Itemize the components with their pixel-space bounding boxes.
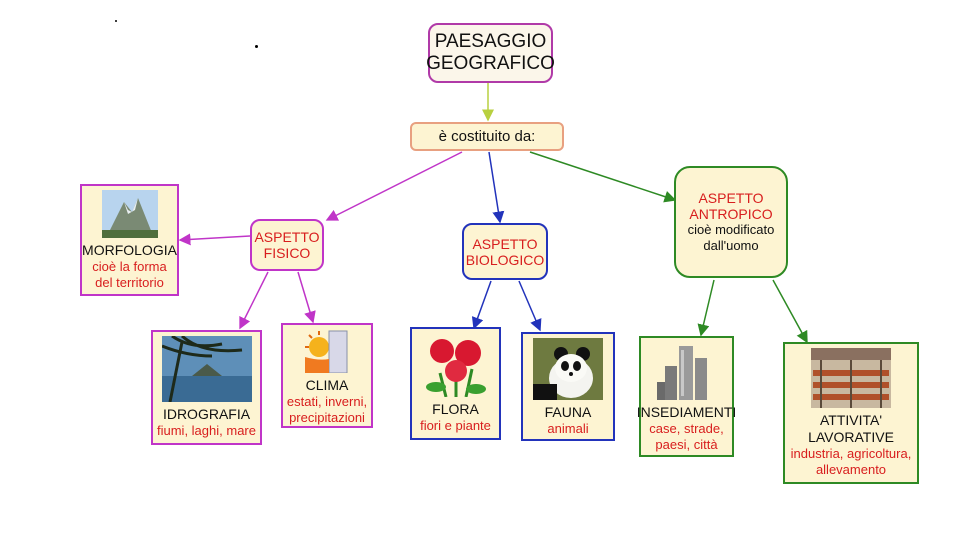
root-line1: PAESAGGIO [434, 31, 547, 52]
insediamenti-desc2: paesi, città [655, 437, 718, 452]
flora-title: FLORA [432, 401, 479, 417]
insediamenti-node: INSEDIAMENTI case, strade, paesi, città [636, 336, 737, 457]
clima-node: CLIMA estati, inverni, precipitazioni [281, 323, 373, 428]
stray-dot [255, 45, 258, 48]
arrow-to-idrografia [239, 271, 269, 330]
root-node: PAESAGGIO GEOGRAFICO [426, 23, 555, 83]
clima-desc1: estati, inverni, [286, 394, 368, 409]
biologico-line2: BIOLOGICO [465, 251, 545, 268]
attivita-node: ATTIVITA' LAVORATIVE industria, agricolt… [783, 342, 919, 484]
antropico-desc1: cioè modificato [687, 222, 775, 237]
arrow-to-flora [471, 280, 492, 330]
connector-label: è costituito da: [438, 128, 536, 145]
arrow-to-fauna [518, 280, 542, 332]
fauna-desc: animali [547, 421, 589, 436]
factory-farm-icon [811, 348, 891, 408]
morfologia-desc2: del territorio [95, 275, 164, 290]
arrow-to-biologico [488, 151, 505, 224]
antropico-desc2: dall'uomo [703, 238, 759, 253]
fauna-title: FAUNA [544, 404, 592, 420]
insediamenti-title: INSEDIAMENTI [636, 404, 737, 420]
fisico-node: ASPETTO FISICO [250, 219, 324, 271]
attivita-desc2: allevamento [815, 462, 887, 477]
mountain-icon [101, 190, 158, 238]
arrow-to-fisico [325, 151, 463, 221]
arrow-to-antropico [529, 151, 677, 203]
fisico-line2: FISICO [263, 245, 311, 261]
morfologia-desc1: cioè la forma [92, 259, 167, 274]
attivita-title1: ATTIVITA' [819, 412, 883, 428]
arrow-to-insediamenti [697, 279, 715, 337]
connector-node: è costituito da: [410, 122, 564, 151]
flower-icon [425, 339, 486, 397]
flora-node: FLORA fiori e piante [410, 327, 501, 440]
antropico-node: ASPETTO ANTROPICO cioè modificato dall'u… [674, 166, 788, 278]
stray-dot [115, 20, 117, 22]
antropico-line2: ANTROPICO [689, 206, 773, 222]
antropico-line1: ASPETTO [698, 190, 764, 206]
arrow-to-morfologia [178, 233, 251, 246]
panda-icon [533, 338, 603, 400]
arrow-to-attivita [772, 279, 808, 344]
root-line2: GEOGRAFICO [426, 53, 555, 74]
lake-palm-icon [161, 336, 252, 402]
attivita-title2: LAVORATIVE [808, 429, 894, 445]
biologico-line1: ASPETTO [472, 235, 538, 252]
insediamenti-desc1: case, strade, [649, 421, 724, 436]
idrografia-node: IDROGRAFIA fiumi, laghi, mare [151, 330, 262, 445]
buildings-icon [656, 346, 707, 400]
idrografia-title: IDROGRAFIA [162, 406, 251, 422]
fauna-node: FAUNA animali [521, 332, 615, 441]
clima-title: CLIMA [305, 377, 349, 393]
sun-snow-icon [305, 330, 348, 373]
morfologia-title: MORFOLOGIA [82, 242, 177, 258]
fisico-line1: ASPETTO [254, 229, 320, 245]
attivita-desc1: industria, agricoltura, [790, 446, 912, 461]
clima-desc2: precipitazioni [289, 410, 365, 425]
morfologia-node: MORFOLOGIA cioè la forma del territorio [80, 184, 179, 296]
biologico-node: ASPETTO BIOLOGICO [462, 223, 548, 280]
flora-desc: fiori e piante [420, 418, 491, 433]
arrow-to-clima [297, 271, 316, 324]
idrografia-desc: fiumi, laghi, mare [157, 423, 256, 438]
